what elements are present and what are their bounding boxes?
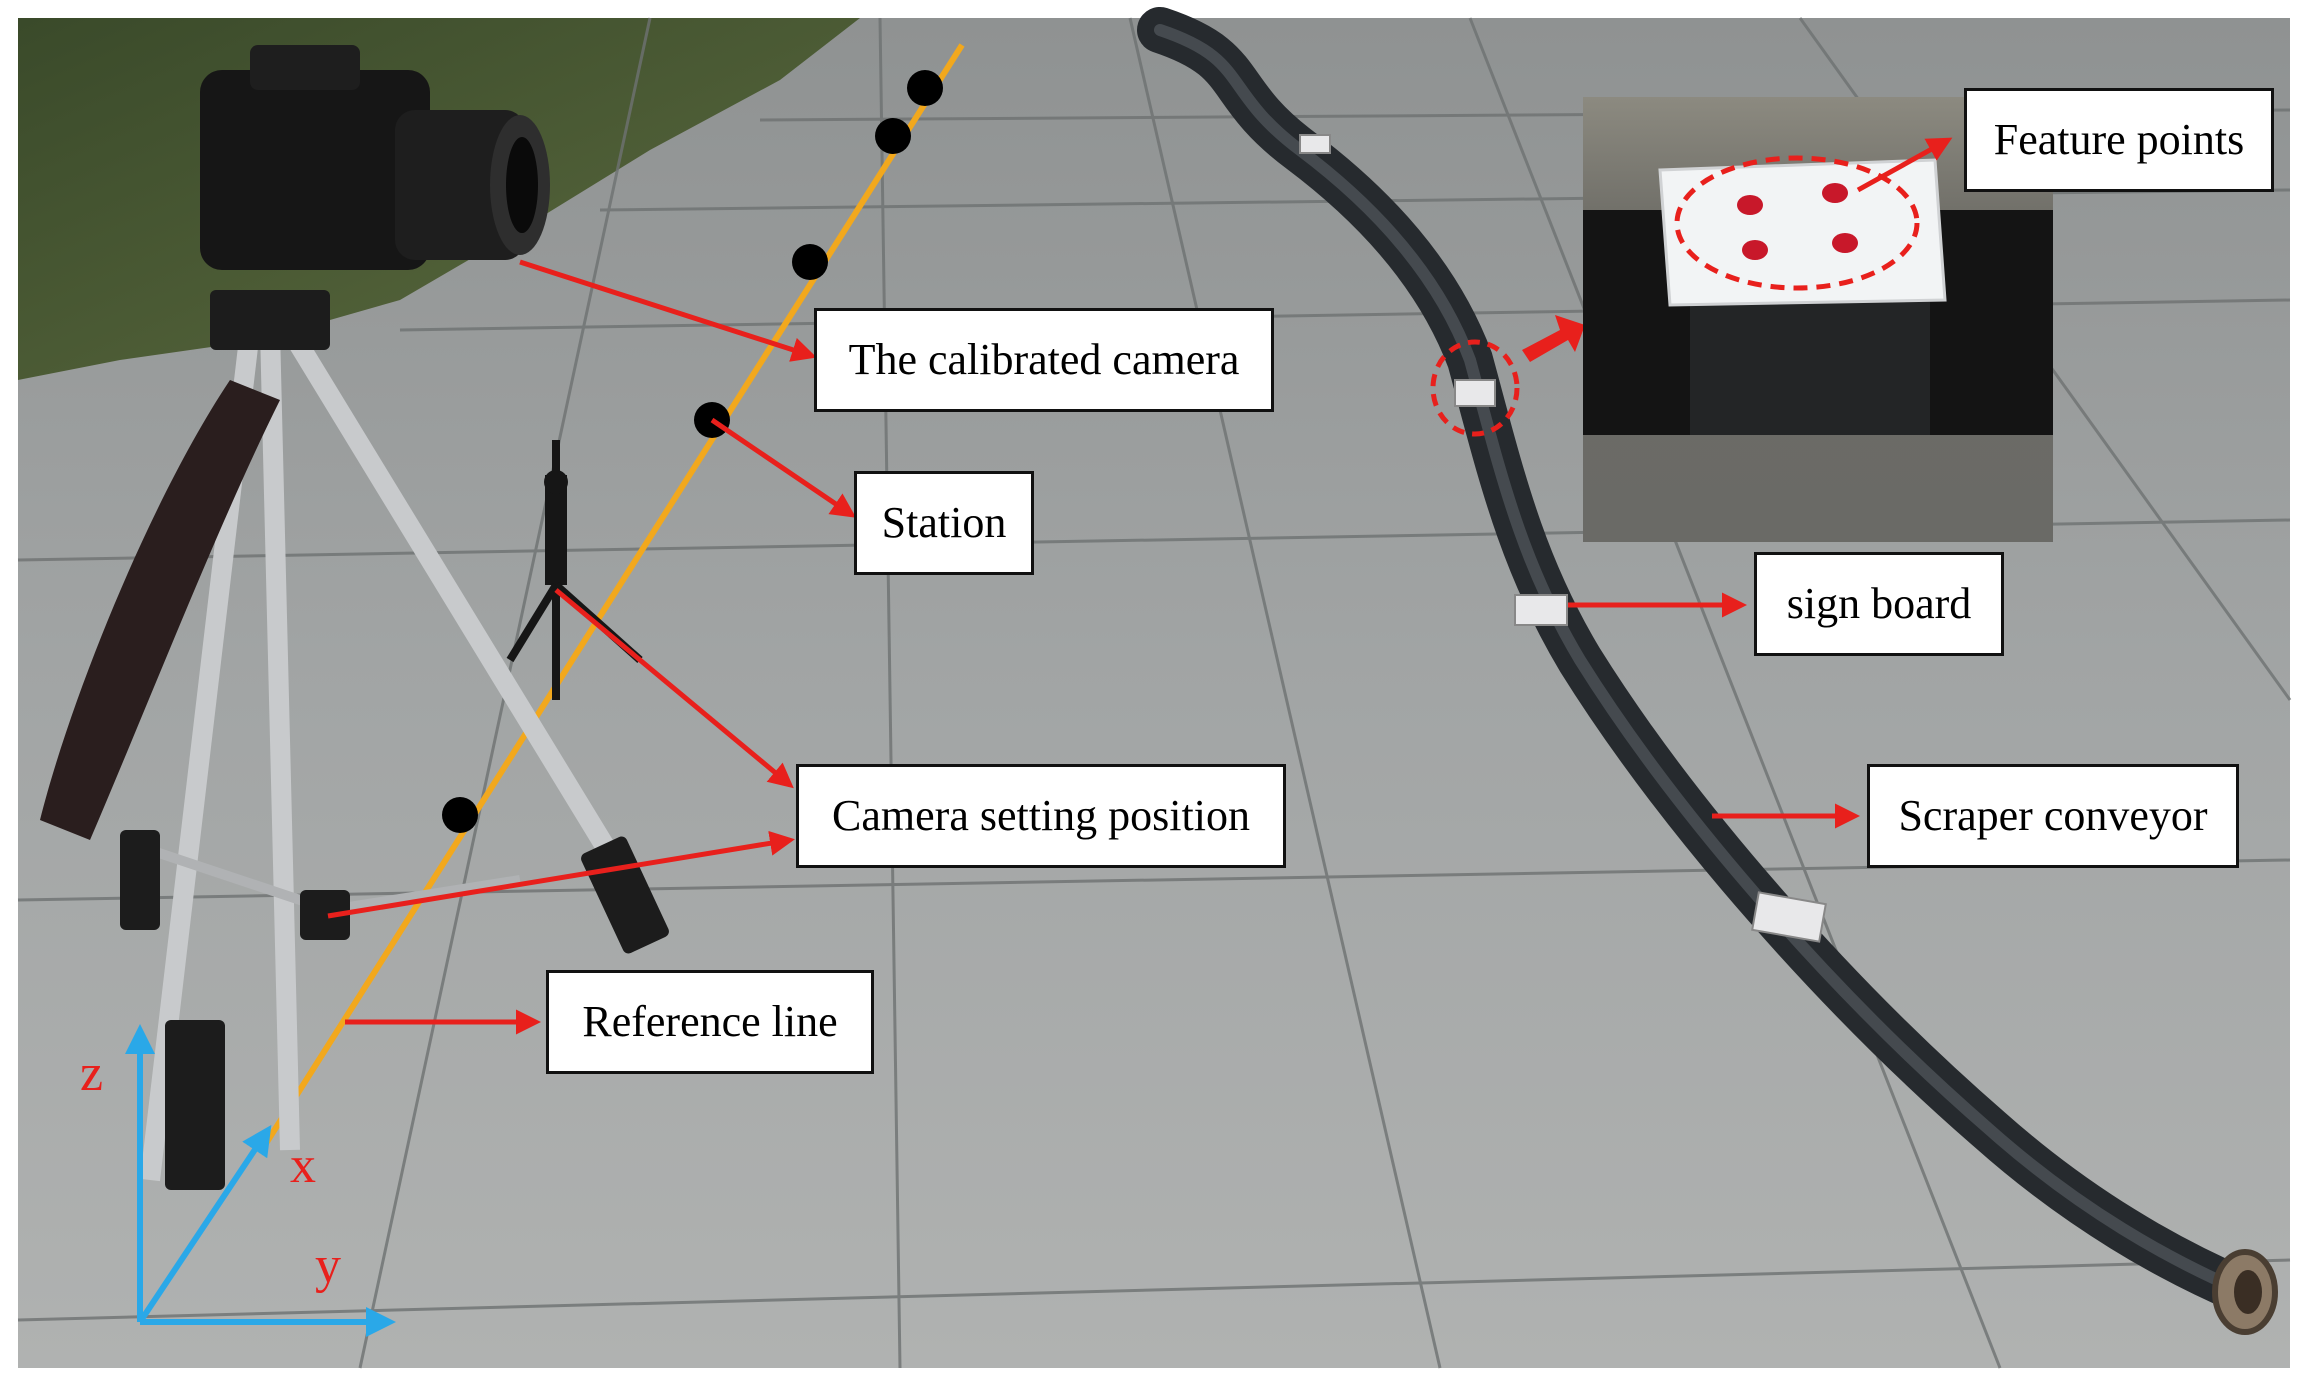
- station-marker: [792, 244, 828, 280]
- arrow-calibrated-camera: [519, 259, 817, 362]
- label-reference-line: Reference line: [546, 970, 874, 1074]
- arrow-station: [710, 417, 857, 518]
- y-axis-label: y: [315, 1237, 341, 1294]
- sign-board-highlight-circle: [1430, 339, 1520, 437]
- arrow-camera-setting-position-1: [554, 588, 794, 789]
- tripod-icon: [40, 290, 669, 1190]
- x-axis-label: x: [290, 1137, 316, 1194]
- feature-point: [1737, 195, 1763, 215]
- conveyor-end-opening: [2234, 1270, 2262, 1314]
- feature-point: [1822, 183, 1848, 203]
- label-station: Station: [854, 471, 1034, 575]
- station-markers: [442, 70, 943, 833]
- z-axis-label: z: [80, 1045, 104, 1102]
- label-feature-points: Feature points: [1964, 88, 2274, 192]
- label-scraper-conveyor: Scraper conveyor: [1867, 764, 2239, 868]
- station-marker: [875, 118, 911, 154]
- label-camera-setting-position: Camera setting position: [796, 764, 1286, 868]
- coordinate-axes: [125, 1024, 396, 1337]
- label-calibrated-camera: The calibrated camera: [814, 308, 1274, 412]
- annotation-arrows: [327, 137, 1953, 1035]
- arrow-camera-setting-position-2: [327, 830, 795, 919]
- sign-board-2: [1514, 594, 1568, 626]
- feature-point: [1832, 233, 1858, 253]
- sign-board-4: [1299, 134, 1331, 154]
- sign-board-1: [1454, 379, 1496, 407]
- sign-board-3: [1751, 891, 1827, 943]
- feature-point: [1742, 240, 1768, 260]
- arrow-feature-points: [1856, 137, 1953, 193]
- feature-points-highlight-circle: [1674, 155, 1920, 291]
- label-sign-board: sign board: [1754, 552, 2004, 656]
- station-marker: [442, 797, 478, 833]
- station-marker: [907, 70, 943, 106]
- reference-line: [262, 43, 965, 1147]
- x-axis-arrow: [137, 1125, 272, 1324]
- inset-pointer-arrow: [1522, 315, 1585, 362]
- dslr-camera-icon: [200, 45, 550, 270]
